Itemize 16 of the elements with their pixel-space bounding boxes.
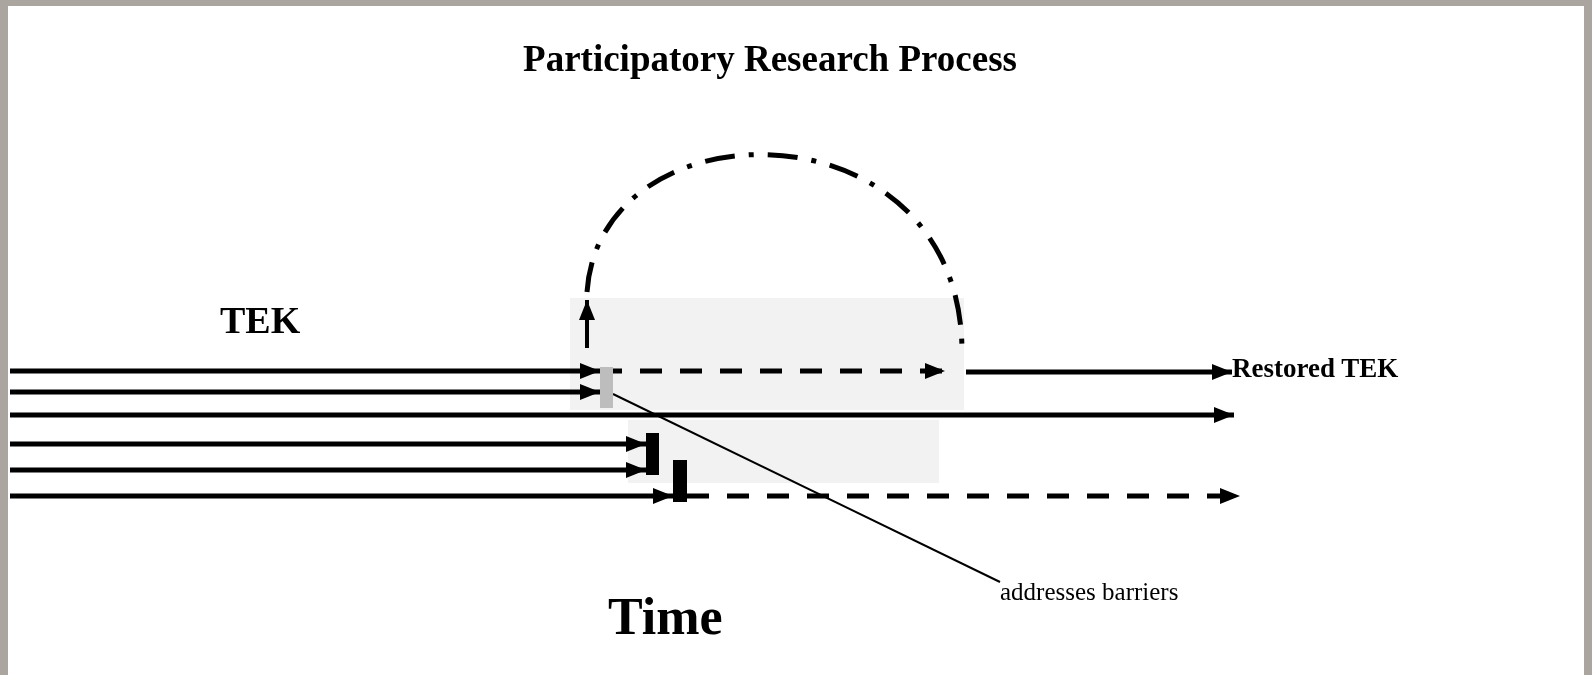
arrow — [10, 436, 646, 452]
barrier-bar — [673, 460, 687, 502]
arrow — [687, 488, 1240, 504]
arrow — [10, 363, 600, 379]
arrow — [10, 384, 600, 400]
barrier-bar — [646, 433, 659, 475]
leader-line — [612, 393, 1001, 583]
arrow — [10, 488, 673, 504]
annotation-text: addresses barriers — [1000, 578, 1290, 610]
title: Participatory Research Process — [522, 37, 1018, 81]
axis-label: TEK — [220, 300, 301, 342]
result-label: Restored TEK — [1232, 354, 1482, 388]
arrow — [10, 462, 646, 478]
axis-label: Time — [608, 588, 723, 646]
arrow — [966, 364, 1232, 380]
barrier-bar — [600, 367, 613, 408]
